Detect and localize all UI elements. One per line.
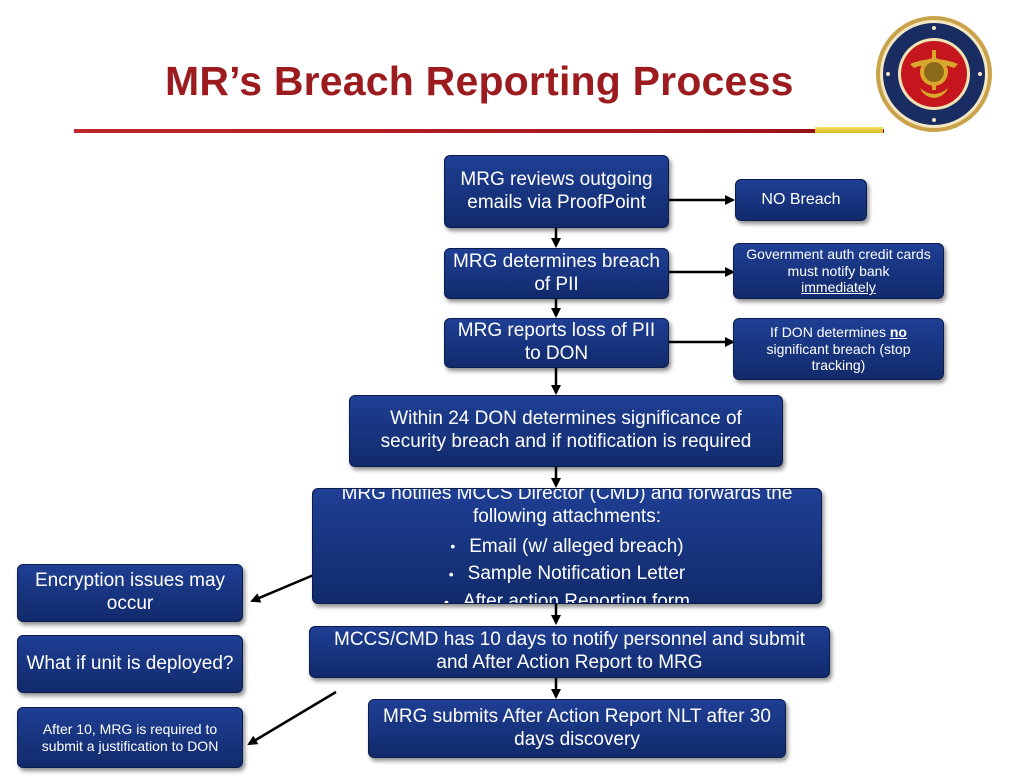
attachment-report-form: After action Reporting form (462, 590, 690, 604)
proofpoint-review-text: MRG reviews outgoing emails via ProofPoi… (460, 168, 653, 213)
mccs-10-days-text: MCCS/CMD has 10 days to notify personnel… (334, 629, 805, 673)
gov-credit-cards-text: Government auth credit cards must notify… (746, 245, 931, 279)
attachment-letter: Sample Notification Letter (467, 563, 686, 585)
box-after-10: After 10, MRG is required to submit a ju… (17, 707, 243, 768)
arrow-to-after10 (247, 690, 337, 746)
attachment-list: •Email (w/ alleged breach) •Sample Notif… (444, 533, 690, 604)
don-determines-lead: If DON determines (770, 323, 886, 340)
encryption-issues-text: Encryption issues may occur (34, 570, 226, 614)
reports-loss-text: MRG reports loss of PII to DON (457, 320, 656, 364)
don-determines-tail: significant breach (stop tracking) (766, 340, 911, 374)
box-mccs-10-days: MCCS/CMD has 10 days to notify personnel… (309, 626, 830, 678)
attachment-item: •Sample Notification Letter (448, 563, 686, 585)
title-underline-accent (815, 127, 883, 133)
notifies-mccs-text: MRG notifies MCCS Director (CMD) and for… (341, 488, 793, 527)
after-10-text: After 10, MRG is required to submit a ju… (41, 720, 219, 754)
box-don-determines-no-breach: If DON determines no significant breach … (733, 318, 944, 380)
attachment-email: Email (w/ alleged breach) (469, 535, 684, 557)
box-determines-breach: MRG determines breach of PII (444, 248, 669, 299)
determines-breach-text: MRG determines breach of PII (453, 250, 660, 295)
slide-title: MR’s Breach Reporting Process (165, 58, 794, 104)
submits-report-text: MRG submits After Action Report NLT afte… (383, 705, 771, 750)
title-underline (74, 129, 884, 133)
box-gov-credit-cards: Government auth credit cards must notify… (733, 243, 944, 299)
box-unit-deployed: What if unit is deployed? (17, 635, 243, 693)
attachment-item: •Email (w/ alleged breach) (450, 535, 684, 557)
box-proofpoint-review: MRG reviews outgoing emails via ProofPoi… (444, 155, 669, 228)
box-within-24: Within 24 DON determines significance of… (349, 395, 783, 467)
navy-marine-corps-seal-icon (876, 16, 992, 132)
no-breach-text: NO Breach (761, 191, 841, 209)
box-no-breach: NO Breach (735, 179, 867, 221)
arrow-notifies-to-encryption (250, 572, 317, 603)
box-submits-report: MRG submits After Action Report NLT afte… (368, 699, 786, 758)
attachment-item: •After action Reporting form (444, 588, 690, 604)
within-24-text: Within 24 DON determines significance of… (380, 408, 752, 452)
gov-credit-cards-emphasis: immediately (801, 279, 876, 296)
unit-deployed-text: What if unit is deployed? (26, 652, 234, 674)
don-determines-emphasis: no (889, 323, 907, 340)
box-reports-loss: MRG reports loss of PII to DON (444, 318, 669, 368)
box-encryption-issues: Encryption issues may occur (17, 564, 243, 622)
box-notifies-mccs: MRG notifies MCCS Director (CMD) and for… (312, 488, 822, 604)
